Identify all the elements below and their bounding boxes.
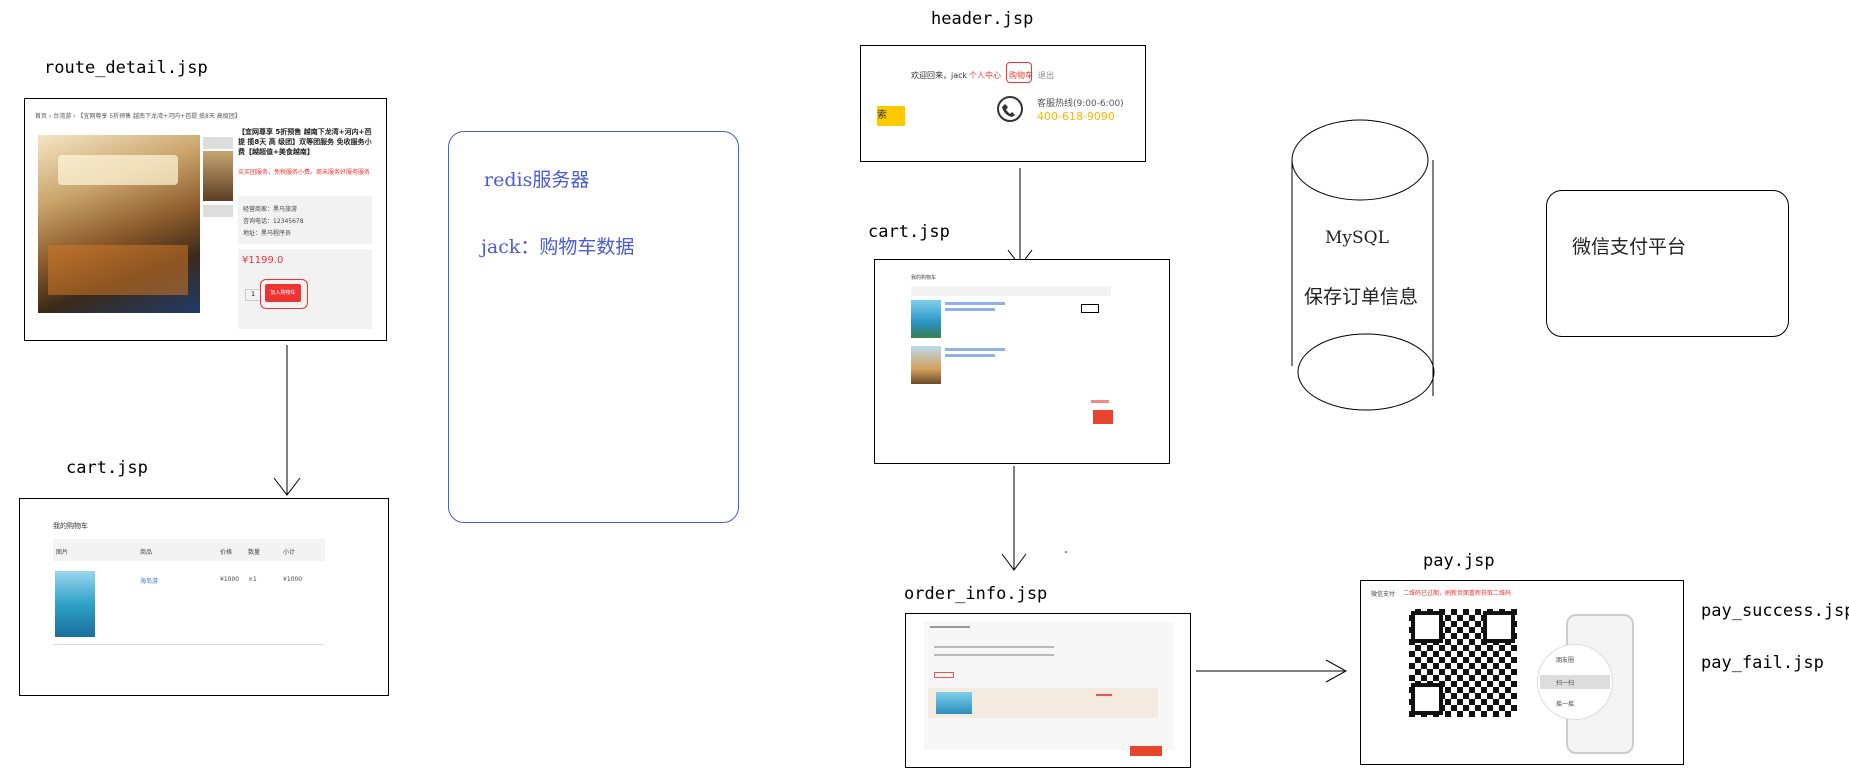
wechat-pay-platform-box [1546, 190, 1789, 337]
route-detail-label: route_detail.jsp [44, 58, 208, 78]
wechat-pay-title: 微信支付平台 [1572, 236, 1687, 258]
add-to-cart-button[interactable]: 加入购物车 [265, 284, 301, 302]
cart-mid-screenshot: 我的购物车 [874, 259, 1170, 464]
col-subtotal: 小计 [283, 549, 296, 556]
logout-link[interactable]: 退出 [1038, 71, 1054, 80]
product-image [55, 571, 95, 637]
mysql-desc: 保存订单信息 [1304, 286, 1419, 308]
qr-code [1409, 609, 1517, 717]
phone-icon [997, 96, 1023, 122]
hotline-text: 客服热线(9:00-6:00) [1037, 99, 1124, 109]
route-detail-screenshot: 首页 › 台湾游 › 【宜网尊享 5折预售 越南下龙湾+河内+芭提 揽8天 高级… [24, 98, 387, 341]
redis-title: redis服务器 [484, 169, 590, 191]
product-link[interactable]: 海岛游 [140, 578, 159, 585]
col-image: 图片 [56, 549, 69, 556]
cart-mid-label: cart.jsp [868, 222, 950, 242]
pay-label: pay.jsp [1423, 551, 1495, 571]
personal-center-link[interactable]: 个人中心 [969, 71, 1001, 80]
order-info-label: order_info.jsp [904, 584, 1048, 604]
route-promo: 买买团服务，免税服务小费。周末服务好服务服务 [238, 169, 371, 176]
redis-data: jack：购物车数据 [481, 236, 635, 258]
menu-shake: 摇一摇 [1556, 701, 1575, 708]
cart-left-label: cart.jsp [66, 458, 148, 478]
menu-moments: 朋友圈 [1556, 657, 1575, 664]
product-subtotal: ¥1000 [283, 576, 303, 583]
add-to-cart-highlight [260, 279, 308, 309]
pay-fail-label: pay_fail.jsp [1701, 653, 1824, 673]
cart-link-highlight [1006, 62, 1032, 83]
cart-link[interactable]: 购物车 [1009, 71, 1033, 80]
header-label: header.jsp [931, 9, 1034, 29]
col-price: 价格 [220, 549, 233, 556]
pay-note: 二维码已过期，刷新页面重新获取二维码 [1403, 590, 1512, 597]
mysql-title: MySQL [1325, 228, 1389, 248]
qty-input[interactable]: 1 [245, 289, 261, 301]
cart-left-screenshot: 我的购物车 图片 商品 价格 数量 小计 海岛游 ¥1000 ×1 ¥1000 [19, 498, 389, 696]
route-title: 【宜网尊享 5折预售 越南下龙湾+河内+芭提 揽8天 高 级团】双等团服务 免收… [238, 128, 372, 156]
route-price: ¥1199.0 [242, 255, 284, 266]
col-qty: 数量 [248, 549, 261, 556]
menu-scan: 扫一扫 [1556, 680, 1575, 687]
product-qty: ×1 [248, 576, 257, 583]
search-button[interactable]: 索 [877, 106, 905, 126]
product-price: ¥1000 [220, 576, 240, 583]
order-info-screenshot [905, 613, 1191, 768]
hotel-photo [38, 135, 200, 313]
pay-title: 微信支付 [1371, 591, 1396, 598]
phone-number: 400-618-9090 [1037, 110, 1115, 123]
redis-server-box [448, 131, 739, 523]
wechat-menu: 朋友圈 扫一扫 摇一摇 [1537, 644, 1613, 720]
mysql-database-icon [1291, 119, 1435, 411]
cart-heading: 我的购物车 [53, 522, 88, 530]
pay-screenshot: 微信支付 二维码已过期，刷新页面重新获取二维码 朋友圈 扫一扫 摇一摇 [1360, 580, 1684, 765]
col-product: 商品 [140, 549, 153, 556]
pay-success-label: pay_success.jsp [1701, 601, 1849, 621]
header-screenshot: 欢迎回来，jack 个人中心 购物车 退出 索 客服热线(9:00-6:00) … [860, 45, 1146, 162]
welcome-text: 欢迎回来，jack [911, 71, 968, 80]
